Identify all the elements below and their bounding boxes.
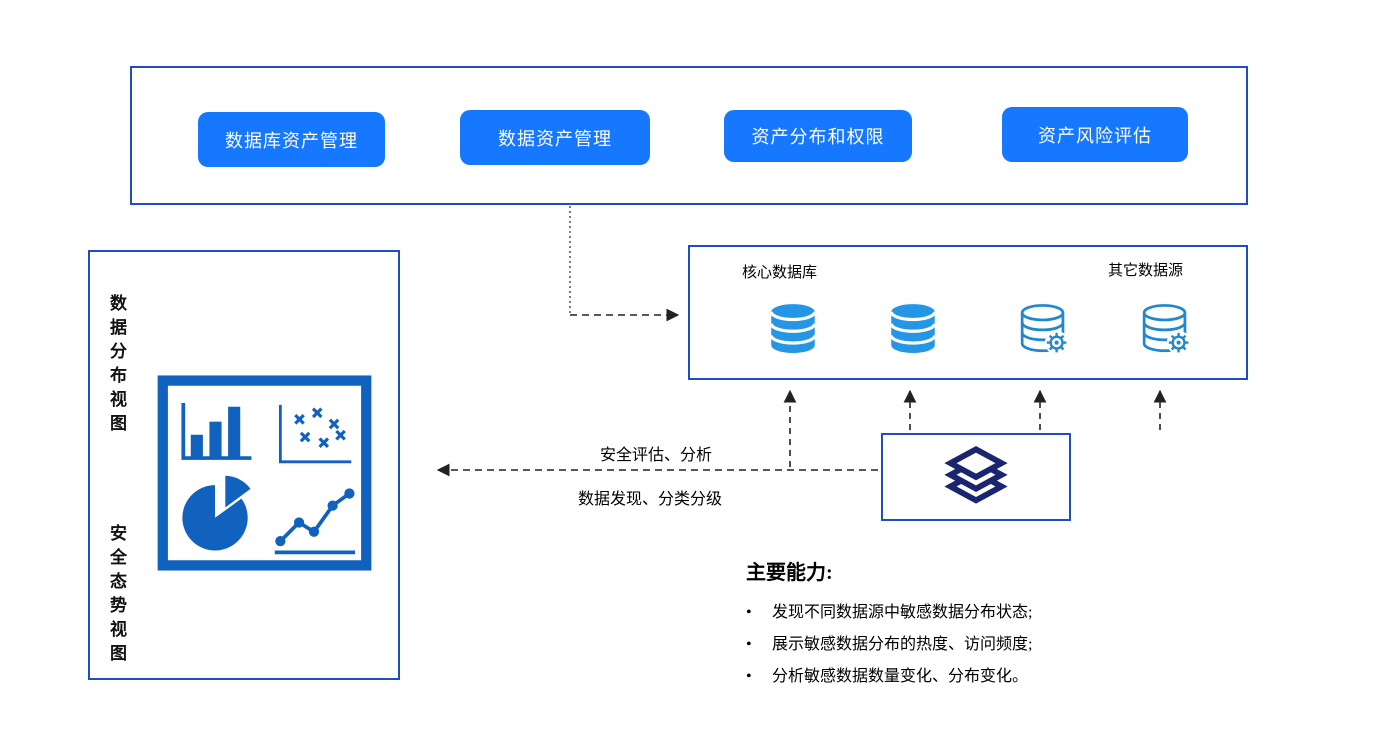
flow-label-discovery: 数据发现、分类分级 — [578, 491, 723, 508]
database-icon — [889, 304, 937, 354]
bullet-marker: • — [746, 636, 752, 653]
layers-icon — [944, 445, 1008, 504]
bullet-marker: • — [746, 668, 752, 685]
button-asset-distribution-permissions: 资产分布和权限 — [724, 110, 912, 162]
line-chart-glyph — [274, 488, 356, 555]
capabilities-block: 主要能力: • 发现不同数据源中敏感数据分布状态; • 展示敏感数据分布的热度、… — [746, 556, 1186, 693]
bullet-marker: • — [746, 604, 752, 621]
security-posture-view-label: 安全态势视图 — [107, 524, 126, 668]
flow-label-assessment: 安全评估、分析 — [600, 447, 713, 464]
other-datasource-label: 其它数据源 — [1108, 262, 1184, 279]
views-panel: 数据分布视图 安全态势视图 — [88, 250, 400, 680]
datasource-panel: 核心数据库 其它数据源 — [688, 245, 1248, 380]
capability-item: • 分析敏感数据数量变化、分布变化。 — [746, 661, 1186, 693]
engine-box — [881, 433, 1071, 521]
capability-text: 发现不同数据源中敏感数据分布状态; — [772, 604, 1033, 621]
scatter-chart-glyph — [278, 404, 352, 464]
database-gear-icon — [1142, 304, 1191, 355]
button-db-asset-management: 数据库资产管理 — [198, 112, 385, 167]
button-asset-risk-assessment: 资产风险评估 — [1002, 107, 1188, 162]
database-gear-icon — [1020, 304, 1069, 355]
capability-item: • 发现不同数据源中敏感数据分布状态; — [746, 597, 1186, 629]
dashboard-charts-icon — [157, 375, 372, 571]
core-database-label: 核心数据库 — [742, 264, 818, 281]
capability-item: • 展示敏感数据分布的热度、访问频度; — [746, 629, 1186, 661]
management-panel: 数据库资产管理 数据资产管理 资产分布和权限 资产风险评估 — [130, 66, 1248, 205]
database-icon — [769, 304, 817, 354]
capabilities-title: 主要能力: — [746, 562, 833, 584]
data-distribution-view-label: 数据分布视图 — [107, 294, 126, 438]
capability-text: 分析敏感数据数量变化、分布变化。 — [772, 668, 1029, 685]
button-data-asset-management: 数据资产管理 — [460, 110, 650, 165]
capability-text: 展示敏感数据分布的热度、访问频度; — [772, 636, 1033, 653]
bar-chart-glyph — [181, 403, 252, 460]
pie-chart-glyph — [182, 475, 251, 551]
